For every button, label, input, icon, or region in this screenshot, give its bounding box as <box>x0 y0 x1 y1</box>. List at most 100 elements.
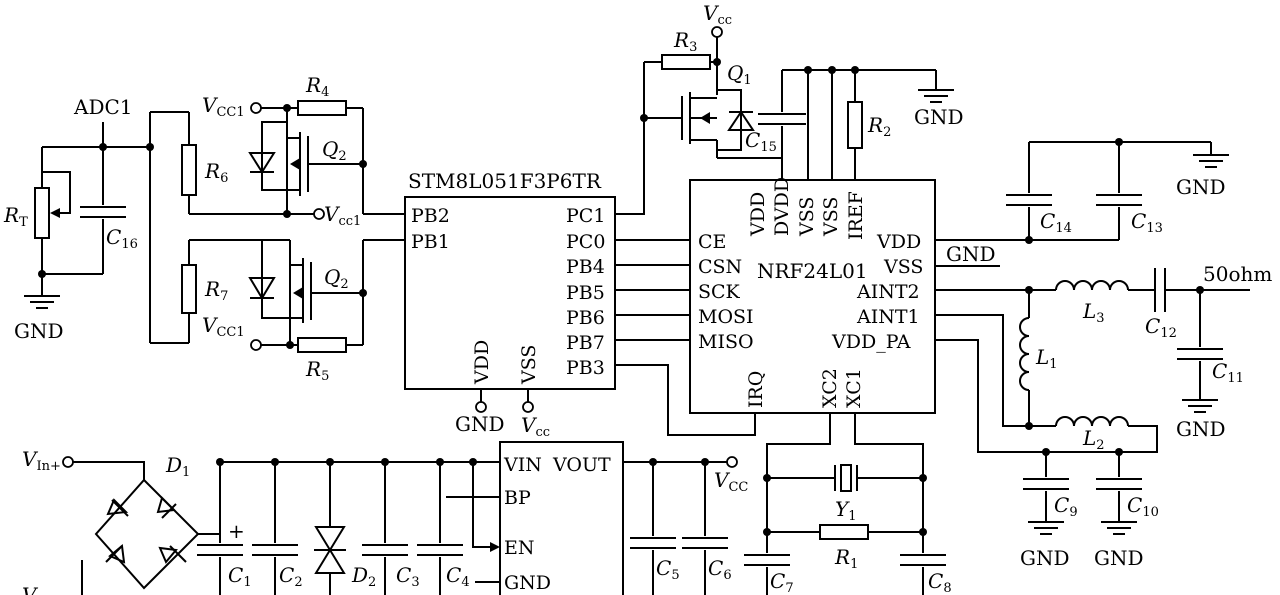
reg-pin-bp: BP <box>504 487 531 509</box>
adc-section: ADC1 RT C16 GND <box>3 95 189 344</box>
vin-minus-label: V <box>22 583 39 595</box>
mcu-pin-pb2: PB2 <box>411 205 450 227</box>
r2-resistor <box>847 101 863 149</box>
mcu-pin-vdd: VDD <box>471 340 493 385</box>
c13-label: C13 <box>1131 209 1163 236</box>
c3-label: C3 <box>396 563 420 590</box>
q2-upper-label: Q2 <box>322 137 347 164</box>
rf-pin-vdd-right: VDD <box>876 231 921 253</box>
c1-label: C1 <box>228 563 252 590</box>
rf-pin-vss-top2: VSS <box>820 197 842 237</box>
d2-label: D2 <box>351 563 376 590</box>
ohm50-label: 50ohm <box>1203 262 1272 286</box>
mcu-pin-pb5: PB5 <box>566 282 605 304</box>
c12-label: C12 <box>1145 314 1177 341</box>
rf-pin-vdd-top: VDD <box>747 192 769 237</box>
rf-pin-aint2: AINT2 <box>856 281 920 303</box>
rf-chip: CE CSN SCK MOSI MISO VDD DVDD VSS VSS IR… <box>689 177 936 414</box>
mcu-pin-pb3: PB3 <box>566 357 605 379</box>
mcu-pin-vss: VSS <box>518 345 540 385</box>
vcc-top-label: Vcc <box>703 1 732 28</box>
r7-label: R7 <box>204 277 228 304</box>
rf-pin-xc1: XC1 <box>843 368 865 408</box>
l1-label: L1 <box>1035 345 1058 372</box>
mcu-pin-pb7: PB7 <box>566 332 605 354</box>
c9-label: C9 <box>1054 493 1078 520</box>
rf-pin-ce: CE <box>698 231 726 253</box>
mcu-name: STM8L051F3P6TR <box>408 169 602 193</box>
c2-label: C2 <box>279 563 303 590</box>
vcc1-lower-label: Vcc1 <box>324 202 361 229</box>
gnd-label-c10: GND <box>1094 546 1144 570</box>
rf-right-network: C14 C13 GND GND 50ohm L3 C12 C11 <box>935 138 1272 570</box>
reg-pin-vout: VOUT <box>552 454 611 476</box>
gnd-label-c9: GND <box>1020 546 1070 570</box>
l2-label: L2 <box>1082 426 1105 453</box>
r4-label: R4 <box>305 73 329 100</box>
gnd-label-top: GND <box>914 105 964 129</box>
mcu-pin-pb6: PB6 <box>566 307 605 329</box>
r7-resistor <box>181 264 197 314</box>
gnd-label-c13: GND <box>1176 175 1226 199</box>
mcu-chip: STM8L051F3P6TR PB2 PB1 PC1 PC0 PB4 PB5 P… <box>404 169 616 440</box>
mcu-gnd-label: GND <box>455 412 505 436</box>
c15-label: C15 <box>745 128 777 155</box>
y1-crystal <box>840 464 852 492</box>
r2-label: R2 <box>867 113 891 140</box>
c8-label: C8 <box>928 569 952 595</box>
rt-resistor <box>34 187 50 239</box>
reg-pin-en: EN <box>504 537 535 559</box>
r3-resistor <box>661 54 711 70</box>
y1-label: Y1 <box>835 497 856 524</box>
d1-label: D1 <box>165 453 190 480</box>
rf-pin-mosi: MOSI <box>698 306 754 328</box>
upper-switch: R6 Vcc1 VCC1 R4 Q2 <box>181 73 405 229</box>
r4-resistor <box>297 100 347 116</box>
c6-label: C6 <box>708 556 732 583</box>
rt-label: RT <box>3 203 28 230</box>
r3-label: R3 <box>673 28 697 55</box>
vcc1-label-lower-left: VCC1 <box>202 313 245 340</box>
r5-resistor <box>297 337 347 353</box>
adc1-label: ADC1 <box>73 95 133 119</box>
rf-pin-vss-top1: VSS <box>796 197 818 237</box>
gnd-label-left: GND <box>14 319 64 343</box>
c10-label: C10 <box>1127 493 1159 520</box>
rf-pin-sck: SCK <box>698 281 741 303</box>
rf-power-switch: Vcc R3 Q1 C15 <box>640 1 964 180</box>
regulator-chip <box>499 441 624 595</box>
vcc-out-label: VCC <box>714 468 748 495</box>
r6-label: R6 <box>204 159 228 186</box>
r1-label: R1 <box>834 545 858 572</box>
rf-pin-vdd-pa: VDD_PA <box>831 331 911 353</box>
reg-pin-gnd: GND <box>504 572 551 594</box>
lower-switch: R7 Q2 VCC1 R5 <box>181 239 405 384</box>
c7-label: C7 <box>770 569 794 595</box>
vin-plus-label: VIn+ <box>22 447 61 474</box>
rf-pin-aint1: AINT1 <box>856 306 920 328</box>
c11-label: C11 <box>1212 359 1244 386</box>
c16-label: C16 <box>106 225 138 252</box>
mcu-vcc-label: Vcc <box>521 413 550 440</box>
r1-resistor <box>819 524 869 540</box>
spi-wiring <box>615 118 756 436</box>
rf-name: NRF24L01 <box>757 259 868 283</box>
gnd-label-c11: GND <box>1176 417 1226 441</box>
mcu-pin-pb4: PB4 <box>566 256 605 278</box>
rf-pin-csn: CSN <box>698 256 742 278</box>
rf-pin-dvdd: DVDD <box>771 177 793 236</box>
c4-label: C4 <box>446 563 470 590</box>
l3-label: L3 <box>1082 299 1105 326</box>
power-supply: VIn+ V D1 + C1 C2 <box>22 441 748 595</box>
c5-label: C5 <box>656 556 680 583</box>
r6-resistor <box>181 144 197 196</box>
mcu-pin-pc0: PC0 <box>566 231 605 253</box>
vcc1-upper-label: VCC1 <box>202 93 245 120</box>
rf-pin-xc2: XC2 <box>819 368 841 408</box>
q1-label: Q1 <box>727 61 752 88</box>
rf-pin-miso: MISO <box>698 331 754 353</box>
rf-pin-irq: IRQ <box>745 371 767 408</box>
gnd-label-vss: GND <box>946 242 996 266</box>
r5-label: R5 <box>305 357 329 384</box>
